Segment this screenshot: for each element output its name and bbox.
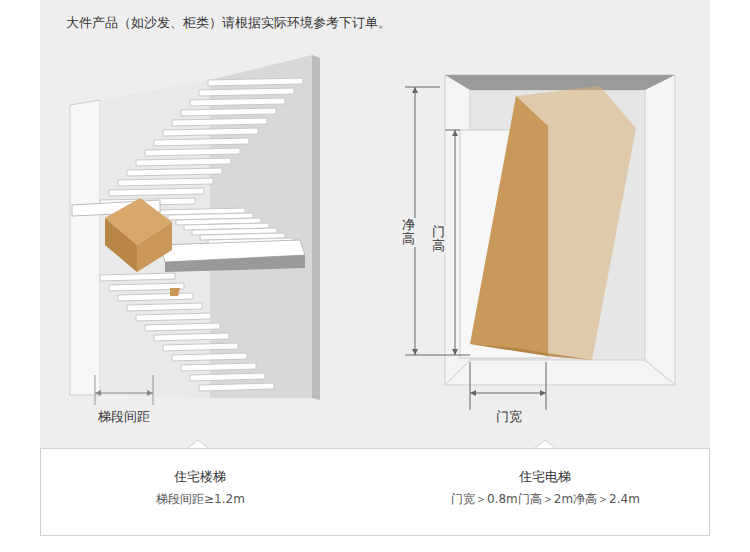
stair-step — [163, 343, 238, 351]
title: 大件产品（如沙发、柜类）请根据实际环境参考下订单。 — [66, 14, 391, 32]
info-cell: 住宅电梯门宽＞0.8m门高＞2m净高＞2.4m — [451, 468, 640, 508]
cell-heading: 住宅电梯 — [451, 468, 640, 486]
staircase — [70, 55, 320, 405]
stair-step — [109, 188, 204, 196]
stair-step — [181, 363, 256, 371]
stair-step — [190, 98, 285, 106]
dimension-label: 梯段间距 — [96, 408, 152, 426]
stair-step — [172, 118, 267, 126]
stair-step — [199, 383, 274, 391]
stair-step — [172, 353, 247, 361]
stair-step — [127, 168, 222, 176]
stair-step — [154, 138, 249, 146]
stair-step — [136, 158, 231, 166]
panel — [40, 0, 710, 448]
cell-body: 梯段间距≥1.2m — [156, 491, 245, 508]
cell-body: 门宽＞0.8m门高＞2m净高＞2.4m — [451, 491, 640, 508]
info-cell: 住宅楼梯梯段间距≥1.2m — [156, 468, 245, 508]
stair-step — [100, 273, 175, 281]
stair-step — [118, 178, 213, 186]
cell-heading: 住宅楼梯 — [156, 468, 245, 486]
stair-step — [154, 333, 229, 341]
stair-step — [145, 323, 220, 331]
stair-step — [127, 303, 202, 311]
stair-step — [118, 293, 193, 301]
pointer — [535, 440, 555, 448]
stair-step — [136, 313, 211, 321]
dimension-label: 门高 — [430, 225, 447, 254]
stair-step — [145, 148, 240, 156]
dimension-label: 门宽 — [494, 408, 524, 426]
stair-step — [190, 373, 265, 381]
pointer-edge — [535, 440, 555, 448]
pointer-edge — [188, 440, 208, 448]
stair-step — [199, 88, 294, 96]
stair-step — [181, 108, 276, 116]
elevator — [405, 75, 675, 410]
pointer — [188, 440, 208, 448]
dimension-label: 净高 — [400, 218, 417, 247]
stair-step — [208, 78, 303, 86]
info-panel — [41, 449, 710, 536]
stair-step — [163, 128, 258, 136]
